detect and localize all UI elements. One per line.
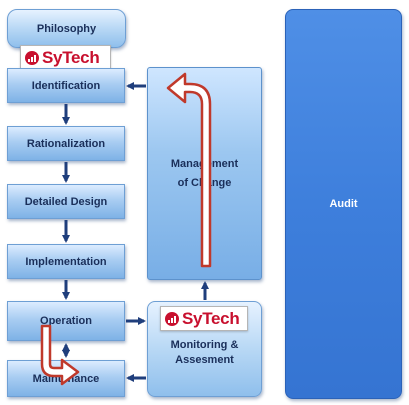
rationalization-box: Rationalization xyxy=(7,126,125,161)
identification-label: Identification xyxy=(31,79,101,92)
sytech-logo-icon xyxy=(25,50,39,65)
audit-label: Audit xyxy=(329,198,358,210)
audit-box: Audit xyxy=(285,9,402,399)
rationalization-label: Rationalization xyxy=(26,137,106,150)
maintenance-box: Maintenance xyxy=(7,360,125,397)
detailed-design-box: Detailed Design xyxy=(7,184,125,219)
monitoring-label: Monitoring & Assesment xyxy=(170,339,239,366)
detailed-design-label: Detailed Design xyxy=(24,195,108,208)
sytech-logo-icon xyxy=(165,311,179,326)
sytech-logo-monitoring: SyTech xyxy=(160,306,248,331)
operation-label: Operation xyxy=(40,315,92,327)
implementation-box: Implementation xyxy=(7,244,125,279)
management-of-change-label: Management of Change xyxy=(170,157,239,189)
philosophy-box: Philosophy xyxy=(7,9,126,48)
maintenance-label: Maintenance xyxy=(32,372,100,385)
sytech-logo-text: SyTech xyxy=(182,308,240,328)
identification-box: Identification xyxy=(7,68,125,103)
philosophy-label: Philosophy xyxy=(36,22,97,35)
implementation-label: Implementation xyxy=(25,255,107,268)
operation-box: Operation xyxy=(7,301,125,341)
management-of-change-box: Management of Change xyxy=(147,67,262,280)
sytech-logo-top: SyTech xyxy=(20,45,111,70)
sytech-logo-text: SyTech xyxy=(42,47,100,67)
